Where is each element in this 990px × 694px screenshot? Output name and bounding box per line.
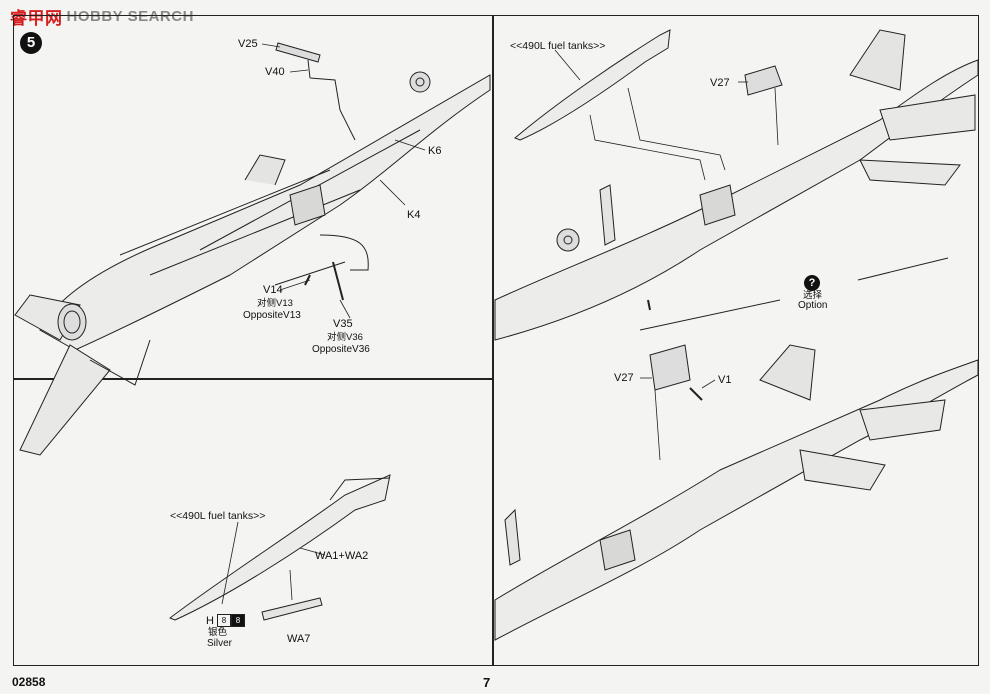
label-v27-top: V27 [710,77,730,89]
label-wa7: WA7 [287,633,311,645]
watermark-en: HOBBY SEARCH [66,8,194,25]
label-v1: V1 [718,374,732,386]
label-v14: V14 [263,284,283,296]
option-divider-right [857,257,949,281]
right-panel-frame [493,15,979,666]
right-top-tanks-title: <<490L fuel tanks>> [510,40,606,52]
label-v25: V25 [238,38,258,50]
watermark-cn: 睿甲网 [10,9,63,28]
option-label-cn: 选择 [803,290,823,301]
right-bottom-aircraft-drawing [494,344,979,641]
tank-panel-frame [13,379,493,666]
paint-number-box-dark: 8 [230,614,245,627]
page-number: 7 [483,675,491,690]
label-v35-cn: 对侧V36 [327,332,363,343]
left-leader-lines [261,43,426,319]
label-wa1-wa2: WA1+WA2 [315,550,369,562]
tank-panel-title: <<490L fuel tanks>> [170,510,266,522]
right-top-leader-lines [554,49,779,181]
option-label-en: Option [798,300,828,311]
step-number-badge: 5 [20,32,42,54]
right-bottom-leader-lines [640,377,716,461]
left-panel-frame [13,15,493,379]
label-k6: K6 [428,145,442,157]
label-v35: V35 [333,318,353,330]
paint-name-cn: 银色 [208,627,228,638]
paint-name-en: Silver [207,638,233,649]
watermark-logo: 睿甲网 HOBBY SEARCH [10,4,194,29]
right-top-aircraft-drawing [494,29,979,341]
label-v14-cn: 对侧V13 [257,298,293,309]
label-v27-bottom: V27 [614,372,634,384]
option-divider-left [639,299,781,331]
fuel-tank-drawing-left [168,474,391,621]
paint-number-box: 8 [216,614,231,627]
label-v14-en: OppositeV13 [243,310,301,321]
option-badge: ? [804,275,820,291]
left-fuselage-drawing [14,42,491,456]
label-v40: V40 [265,66,285,78]
label-v35-en: OppositeV36 [312,344,370,355]
product-code: 02858 [12,675,46,689]
paint-code: H [206,614,214,627]
label-k4: K4 [407,209,421,221]
paint-callout: H 8 8 [206,614,245,627]
